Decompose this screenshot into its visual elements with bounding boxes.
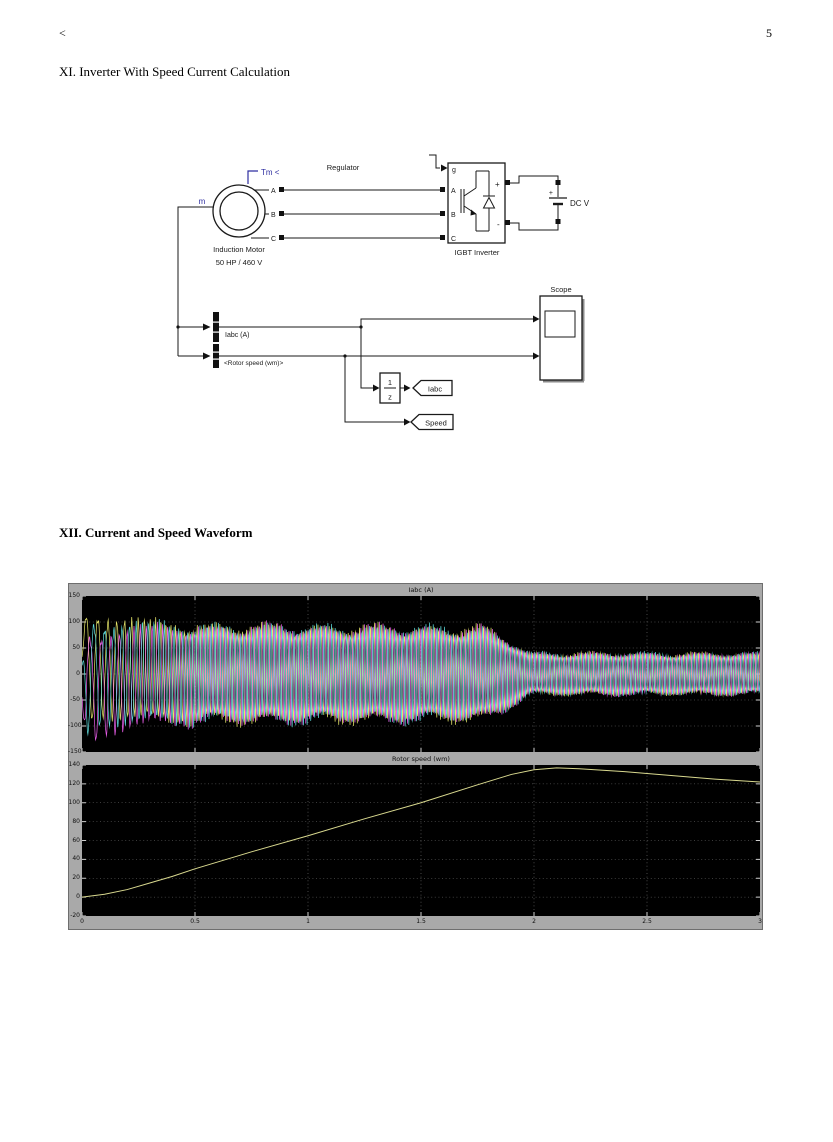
igbt-symbol	[460, 170, 496, 232]
iabc-signal-label: Iabc (A)	[225, 332, 250, 339]
speed-tag-label: Speed	[425, 419, 447, 428]
phase-wires	[284, 189, 440, 239]
rotor-speed-signal-label: <Rotor speed (wm)>	[224, 360, 283, 367]
tick-label: 0	[76, 893, 80, 901]
tick-label: 1	[306, 918, 310, 925]
regulator-label: Regulator	[327, 163, 360, 172]
unit-delay-den: z	[388, 393, 392, 402]
tick-label: 1.5	[416, 918, 426, 925]
inverter-name: IGBT Inverter	[455, 248, 500, 257]
simulink-diagram: Regulator Tm < m A B C Induction Motor 5…	[176, 154, 590, 431]
tick-label: 100	[68, 618, 80, 625]
iabc-tag-label: Iabc	[428, 385, 442, 394]
rotor-speed-plot	[82, 765, 760, 916]
bus-selectors: Iabc (A) <Rotor speed (wm)>	[176, 206, 540, 426]
header-mark: <	[59, 26, 66, 40]
tick-label: 60	[72, 836, 80, 844]
unit-delay-block: 1 z	[379, 372, 411, 404]
tick-label: -20	[70, 912, 80, 919]
tick-label: 100	[68, 798, 80, 806]
plot-title-rotor-speed: Rotor speed (wm)	[392, 755, 450, 763]
section-title-xii: XII. Current and Speed Waveform	[59, 525, 253, 540]
tick-label: -100	[68, 722, 82, 729]
motor-port-c: C	[271, 236, 276, 243]
scope-block: Scope	[539, 285, 585, 383]
tick-label: 150	[68, 592, 80, 599]
motor-name-line2: 50 HP / 460 V	[216, 258, 263, 267]
inverter-port-g: g	[452, 167, 456, 174]
igbt-inverter-block: g A B C + - IGBT In	[429, 154, 510, 257]
tick-label: 40	[72, 855, 80, 863]
unit-delay-num: 1	[388, 378, 392, 387]
tick-label: 2.5	[642, 918, 652, 925]
tick-label: 50	[72, 644, 80, 651]
scope-block-label: Scope	[550, 285, 571, 294]
iabc-output-tag: Iabc	[412, 379, 453, 397]
inverter-port-b: B	[451, 212, 456, 219]
m-port-label: m	[199, 197, 206, 206]
inverter-minus: -	[497, 220, 500, 229]
tick-label: 80	[72, 817, 80, 825]
dc-plus-sign: +	[549, 190, 553, 197]
tick-label: 0	[80, 918, 84, 925]
inverter-port-a: A	[451, 188, 456, 195]
section-title-xi: XI. Inverter With Speed Current Calculat…	[59, 64, 291, 79]
tick-label: -50	[70, 696, 80, 703]
speed-output-tag: Speed	[410, 413, 454, 431]
tick-label: 0	[76, 670, 80, 677]
tick-label: 140	[68, 761, 80, 768]
iabc-waveform-plot	[82, 596, 760, 752]
dc-voltage-source: + DC V	[510, 175, 590, 231]
plot-title-iabc: Iabc (A)	[408, 586, 434, 594]
dc-label: DC V	[570, 199, 590, 208]
motor-name-line1: Induction Motor	[213, 245, 265, 254]
motor-port-b: B	[271, 212, 276, 219]
tick-label: 2	[532, 918, 536, 925]
motor-port-a: A	[271, 188, 276, 195]
tick-label: 0.5	[190, 918, 200, 925]
tm-port-label: Tm <	[261, 168, 280, 177]
tick-label: -150	[68, 748, 82, 755]
induction-motor-block: Tm < m A B C Induction Motor 50 HP / 460…	[199, 168, 284, 267]
tick-label: 120	[68, 779, 80, 787]
tick-label: 20	[72, 874, 80, 882]
tick-label: 3	[758, 918, 762, 925]
inverter-port-c: C	[451, 236, 456, 243]
page-number: 5	[766, 26, 772, 40]
inverter-plus: +	[495, 180, 500, 189]
